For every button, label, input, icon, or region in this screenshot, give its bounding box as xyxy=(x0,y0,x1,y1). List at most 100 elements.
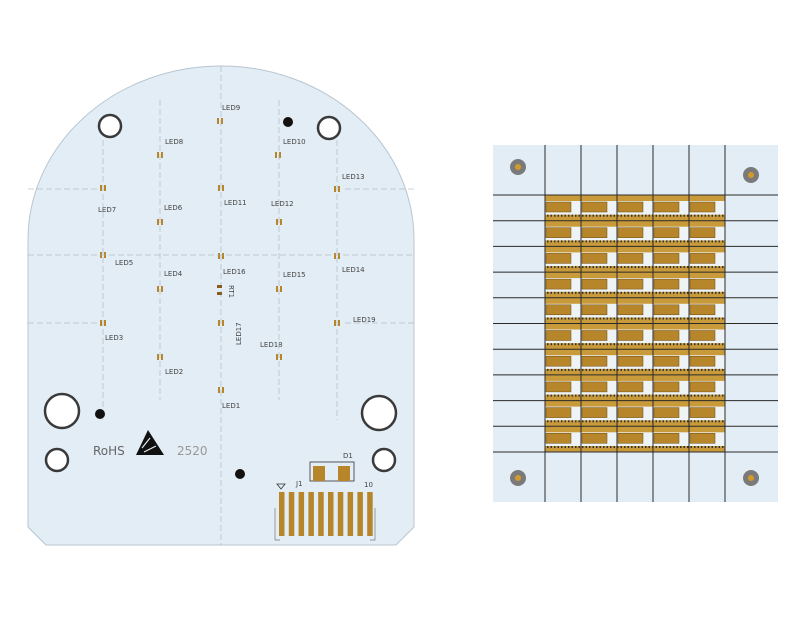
pad-tooth xyxy=(578,394,580,397)
pad-tooth xyxy=(547,214,549,217)
pad-tooth xyxy=(662,446,664,448)
led-2: LED2 xyxy=(157,354,183,376)
rohs-label: RoHS xyxy=(93,444,125,458)
pad-tooth xyxy=(596,266,598,269)
pad-tooth xyxy=(676,368,678,371)
pad-tooth xyxy=(683,420,685,423)
pad-tooth xyxy=(554,214,556,217)
led-pad xyxy=(161,354,163,360)
pad-tooth xyxy=(561,291,563,294)
pad-tooth xyxy=(645,266,647,269)
pad-tooth xyxy=(718,343,720,346)
pad-tooth xyxy=(648,420,650,423)
pad-tooth xyxy=(571,394,573,397)
pad-tooth xyxy=(627,291,629,294)
pad-tooth xyxy=(596,240,598,243)
pad-tooth xyxy=(662,266,664,269)
pad-tooth xyxy=(690,240,692,243)
pad-tooth xyxy=(554,394,556,397)
pad-tooth xyxy=(561,420,563,423)
pad-tooth xyxy=(578,446,580,448)
pad-tooth xyxy=(631,343,633,346)
pad-tooth xyxy=(550,240,552,243)
pad-tooth xyxy=(701,446,703,448)
pad-tooth xyxy=(554,266,556,269)
mounting-hole xyxy=(97,113,123,139)
pad-tooth xyxy=(596,394,598,397)
pad-tooth xyxy=(701,368,703,371)
pad-tooth xyxy=(624,343,626,346)
pad-tooth xyxy=(592,394,594,397)
pad-tooth xyxy=(617,394,619,397)
led-pad xyxy=(161,286,163,292)
led-pad xyxy=(653,227,680,238)
led-pad xyxy=(161,152,163,158)
led-6: LED6 xyxy=(157,204,183,225)
led-pad xyxy=(545,355,572,367)
led-pad xyxy=(545,253,572,264)
led-11: LED11 xyxy=(218,185,247,207)
led-pad xyxy=(617,355,644,367)
pad-tooth xyxy=(690,394,692,397)
via-hole xyxy=(235,469,245,479)
rt1-pad xyxy=(217,285,222,288)
pad-tooth xyxy=(690,291,692,294)
pad-tooth xyxy=(666,394,668,397)
pad-tooth xyxy=(715,368,717,371)
pad-tooth xyxy=(680,317,682,320)
pad-tooth xyxy=(662,394,664,397)
pad-tooth xyxy=(606,240,608,243)
led-pad xyxy=(161,219,163,225)
pad-tooth xyxy=(631,446,633,448)
pad-tooth xyxy=(599,240,601,243)
pad-tooth xyxy=(634,317,636,320)
led-pad xyxy=(581,278,608,290)
pad-tooth xyxy=(683,317,685,320)
led-pad xyxy=(276,286,278,292)
led-pad xyxy=(338,253,340,259)
pad-tooth xyxy=(599,446,601,448)
led-pad xyxy=(689,433,716,444)
pad-tooth xyxy=(610,240,612,243)
pad-tooth xyxy=(603,317,605,320)
pad-tooth xyxy=(631,266,633,269)
pad-tooth xyxy=(722,266,724,269)
pad-tooth xyxy=(596,317,598,320)
pad-tooth xyxy=(683,394,685,397)
pad-tooth xyxy=(676,214,678,217)
pad-tooth xyxy=(704,420,706,423)
led-4: LED4 xyxy=(157,270,183,292)
connector-outline xyxy=(274,508,376,541)
led-pad xyxy=(545,407,572,418)
pad-tooth xyxy=(571,291,573,294)
pad-tooth xyxy=(561,368,563,371)
pad-tooth xyxy=(659,343,661,346)
pad-tooth xyxy=(687,368,689,371)
hole-center xyxy=(515,164,521,170)
pad-tooth xyxy=(592,317,594,320)
pad-tooth xyxy=(687,266,689,269)
led-pad xyxy=(218,185,220,191)
pad-tooth xyxy=(680,214,682,217)
pad-tooth xyxy=(606,446,608,448)
pad-tooth xyxy=(666,240,668,243)
pad-tooth xyxy=(648,240,650,243)
pad-tooth xyxy=(582,266,584,269)
pad-tooth xyxy=(592,240,594,243)
led-pad xyxy=(100,185,102,191)
pad-tooth xyxy=(666,291,668,294)
pad-tooth xyxy=(613,394,615,397)
led-label: LED2 xyxy=(165,368,183,376)
pad-tooth xyxy=(557,343,559,346)
pad-tooth xyxy=(722,394,724,397)
pad-tooth xyxy=(547,394,549,397)
grid-pcb xyxy=(493,145,778,502)
pad-tooth xyxy=(624,394,626,397)
pad-tooth xyxy=(708,446,710,448)
mounting-hole xyxy=(371,447,397,473)
pad-tooth xyxy=(547,368,549,371)
pad-tooth xyxy=(659,446,661,448)
pad-tooth xyxy=(550,368,552,371)
pad-tooth xyxy=(687,291,689,294)
